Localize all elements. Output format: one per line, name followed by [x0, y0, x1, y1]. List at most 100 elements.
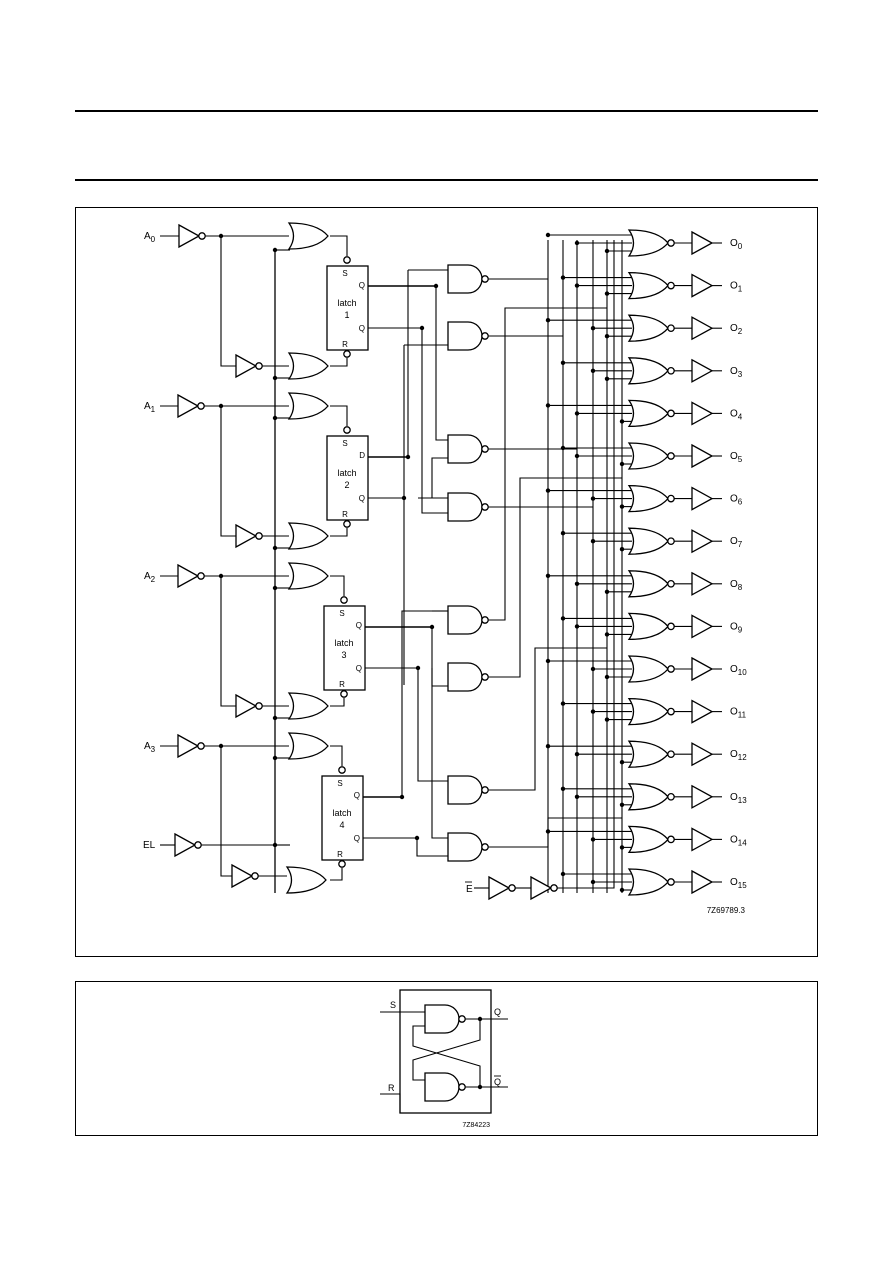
wire: [412, 1025, 481, 1087]
latch-1-number: 1: [344, 310, 349, 320]
inversion-bubble: [667, 878, 675, 886]
output-label-o0: O0: [730, 238, 743, 251]
output-buffer-3: [691, 358, 714, 383]
wire: [421, 328, 448, 514]
inversion-bubble: [667, 579, 675, 588]
junction-dot: [604, 334, 610, 339]
branch-inverter-a2: [235, 693, 258, 719]
detail-figure-code: 7Z84223: [462, 1122, 490, 1129]
latch-2-number: 2: [344, 480, 349, 490]
output-nor-0: [627, 229, 669, 257]
input-inverter-a3: [177, 733, 200, 759]
input-label-a0: A0: [144, 231, 156, 244]
output-buffer-1: [691, 273, 714, 298]
inversion-bubble: [667, 366, 675, 375]
decode-nand-7: [447, 832, 483, 862]
inversion-bubble: [343, 350, 351, 358]
top-rule: [75, 110, 818, 112]
output-label-o10: O10: [730, 664, 747, 677]
inversion-bubble: [255, 702, 263, 710]
junction-dot: [619, 887, 625, 893]
output-label-o1: O1: [730, 281, 743, 294]
junction-dot: [590, 326, 596, 331]
output-nor-11: [627, 697, 669, 726]
junction-dot: [574, 581, 580, 586]
junction-dot: [560, 786, 566, 791]
wire: [330, 235, 348, 256]
latch-3-s-label: S: [339, 609, 344, 618]
input-inverter-a2: [177, 563, 200, 589]
latch-1-r-label: R: [342, 340, 348, 349]
inversion-bubble: [667, 750, 675, 759]
junction-dot: [619, 461, 625, 467]
output-nor-1: [627, 271, 669, 300]
decode-nand-6: [447, 775, 483, 805]
inversion-bubble: [343, 520, 351, 528]
junction-dot: [429, 624, 435, 630]
input-label-a3: A3: [144, 741, 156, 754]
wire: [485, 817, 622, 848]
junction-dot: [574, 752, 580, 757]
latch-1-s-label: S: [342, 269, 347, 278]
inversion-bubble: [550, 884, 558, 892]
logic-diagram-panel: [75, 207, 818, 957]
output-buffer-11: [691, 699, 714, 724]
junction-dot: [272, 755, 278, 761]
wire: [330, 868, 343, 881]
wire: [401, 610, 432, 797]
inversion-bubble: [667, 324, 675, 333]
latch-3-qbar-label: Q: [356, 664, 362, 673]
wire: [416, 838, 448, 857]
junction-dot: [619, 419, 625, 424]
wire: [485, 307, 607, 621]
junction-dot: [545, 488, 551, 493]
inversion-bubble: [667, 622, 675, 631]
inversion-bubble: [340, 690, 348, 698]
junction-dot: [574, 283, 580, 288]
junction-dot: [272, 545, 278, 551]
junction-dot: [218, 573, 224, 579]
decode-nand-3: [447, 492, 483, 522]
junction-dot: [604, 376, 610, 381]
latch-4-number: 4: [339, 820, 344, 830]
latch-4-r-label: R: [337, 850, 343, 859]
output-buffer-2: [691, 316, 714, 341]
or-gate-true-a1: [287, 392, 329, 420]
wire: [330, 405, 348, 426]
junction-dot: [560, 360, 566, 365]
junction-dot: [590, 837, 596, 842]
latch-4-q-label: Q: [354, 791, 360, 800]
branch-inverter-a3: [231, 863, 254, 889]
inversion-bubble: [458, 1015, 466, 1023]
junction-dot: [272, 585, 278, 591]
inversion-bubble: [667, 494, 675, 503]
or-gate-true-a3: [287, 732, 329, 760]
junction-dot: [272, 842, 278, 848]
output-label-o3: O3: [730, 366, 743, 379]
inversion-bubble: [481, 445, 489, 453]
inversion-bubble: [338, 766, 346, 774]
inversion-bubble: [667, 707, 675, 716]
decode-nand-2: [447, 434, 483, 464]
inversion-bubble: [458, 1083, 466, 1091]
inversion-bubble: [667, 239, 675, 247]
junction-dot: [414, 835, 420, 841]
output-label-o2: O2: [730, 323, 743, 336]
junction-dot: [619, 504, 625, 509]
detail-r-label: R: [388, 1083, 395, 1093]
output-buffer-15: [691, 869, 714, 895]
junction-dot: [604, 674, 610, 680]
wire: [220, 406, 236, 537]
output-nor-14: [627, 825, 669, 854]
junction-dot: [574, 794, 580, 799]
junction-dot: [574, 453, 580, 459]
junction-dot: [604, 248, 610, 254]
junction-dot: [560, 871, 566, 877]
output-buffer-14: [691, 827, 714, 852]
wire: [330, 358, 348, 367]
inversion-bubble: [338, 860, 346, 868]
enable-inverter-1: [488, 875, 511, 901]
junction-dot: [574, 624, 580, 629]
junction-dot: [604, 717, 610, 722]
